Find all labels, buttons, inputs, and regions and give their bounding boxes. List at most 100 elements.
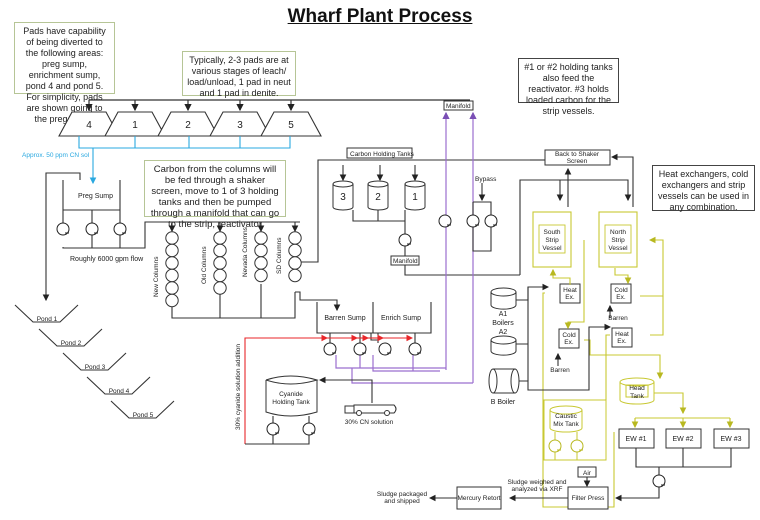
note-carbon-columns: Carbon from the columns will be fed thro… — [144, 160, 286, 230]
cyanide-tank-label-2: Holding Tank — [272, 399, 310, 406]
barren-label-2: Barren — [608, 315, 628, 322]
cyanide-tank-lines — [245, 376, 373, 445]
vessel-label: South — [544, 229, 561, 236]
bypass-label: Bypass — [475, 176, 497, 183]
preg-pump-2 — [85, 222, 99, 236]
exchanger-label: Ex. — [617, 338, 627, 345]
exchanger-label: Heat — [615, 331, 629, 338]
cn-solution-label: 30% CN solution — [345, 419, 394, 426]
boilers-label: Boilers — [492, 320, 514, 327]
carbon-holding-tanks-label: Carbon Holding Tanks — [350, 151, 415, 158]
note-holding-tanks: #1 or #2 holding tanks also feed the rea… — [518, 58, 619, 116]
filter-press-label: Filter Press — [572, 495, 606, 502]
column-set-label: New Columns — [153, 256, 160, 297]
column-set-4: SD Columns — [276, 231, 302, 283]
pond-4: Pond 4 — [86, 376, 151, 395]
vessel-label: Strip — [545, 237, 559, 244]
barren-pump-2 — [353, 342, 367, 356]
cyanide-tank-label-1: Cyanide — [279, 391, 303, 398]
bypass-pump-1 — [466, 214, 480, 228]
pad-1: 1 — [104, 111, 166, 137]
preg-sump — [42, 172, 300, 302]
enrich-pump-1 — [378, 342, 392, 356]
pad-label: 1 — [132, 120, 138, 131]
sludge-weighed-label-2: analyzed via XRF — [512, 486, 563, 493]
cyanide-addition-label: 30% cyanide solution addition — [235, 344, 242, 430]
holding-tank-3: 3 — [332, 180, 354, 211]
carbon-columns: New Columns Old Columns Nevada Columns SD C… — [153, 226, 302, 308]
pad-label: 3 — [237, 120, 243, 131]
flow-label: Roughly 6000 gpm flow — [70, 256, 144, 263]
column-set-label: Nevada Columns — [242, 226, 249, 277]
barren-sump-label: Barren Sump — [324, 315, 365, 322]
pond-label: Pond 5 — [133, 412, 154, 419]
pond-2: Pond 2 — [38, 328, 103, 347]
cyanide-pump-1 — [266, 422, 280, 436]
holding-tank-2: 2 — [367, 180, 389, 211]
head-tank-label-1: Head — [629, 385, 645, 392]
back-to-shaker-label-2: Screen — [567, 158, 588, 165]
pad-feed-header — [85, 99, 470, 112]
manifold-top-box — [443, 100, 474, 111]
vessel-label: Strip — [611, 237, 625, 244]
exchanger-label: Heat — [563, 287, 577, 294]
cyanide-holding-tank — [265, 375, 319, 417]
preg-solution-lines — [78, 136, 291, 185]
manifold-mid-label: Manifold — [393, 258, 418, 265]
vessel-label: Vessel — [608, 245, 628, 252]
back-to-shaker-box — [544, 149, 611, 166]
caustic-mix-tank — [549, 405, 583, 433]
exchanger-label: Ex. — [564, 339, 574, 346]
boiler-lines — [516, 283, 610, 391]
pond-label: Pond 1 — [37, 316, 58, 323]
pad-4: 4 — [58, 111, 120, 137]
preg-pump-1 — [56, 222, 70, 236]
pad-label: 4 — [86, 120, 92, 131]
transfer-lines-purple — [335, 111, 477, 384]
strip-solution-lines-yellow — [542, 236, 664, 508]
ew-feed-lines — [631, 392, 734, 429]
ew-pump — [652, 474, 666, 488]
head-tank-label-2: Tank — [630, 393, 644, 400]
boiler-a2 — [490, 335, 517, 356]
note-pads-stages: Typically, 2-3 pads are at various stage… — [182, 51, 296, 98]
sludge-weighed-label-1: Sludge weighed and — [508, 479, 567, 486]
barren-label-1: Barren — [550, 367, 570, 374]
bypass-pump-2 — [484, 214, 498, 228]
ew-cell-3: EW #3 — [713, 428, 750, 449]
mercury-retort-label: Mercury Retort — [458, 495, 501, 502]
caustic-pump-1 — [548, 439, 562, 453]
boiler-a2-label: A2 — [499, 329, 508, 336]
column-set-3: Nevada Columns — [242, 226, 268, 283]
ponds: Pond 1 Pond 2 Pond 3 Pond 4 Pond 5 — [14, 304, 175, 419]
air-label: Air — [583, 470, 592, 477]
barren-enrich-sumps — [316, 302, 432, 343]
column-set-label: SD Columns — [276, 237, 283, 274]
note-heat-exchangers: Heat exchangers, cold exchangers and str… — [652, 165, 755, 212]
back-to-shaker-label-1: Back to Shaker — [555, 151, 600, 158]
caustic-label-1: Caustic — [555, 413, 577, 420]
exchanger-label: Ex. — [616, 294, 626, 301]
pond-3: Pond 3 — [62, 352, 127, 371]
enrich-pump-2 — [408, 342, 422, 356]
column-set-label: Old Columns — [201, 246, 208, 284]
enrich-sump-label: Enrich Sump — [381, 315, 421, 322]
preg-pump-3 — [113, 222, 127, 236]
cyanide-addition-line — [244, 334, 414, 444]
pond-label: Pond 3 — [85, 364, 106, 371]
exchanger-label: Cold — [614, 287, 628, 294]
head-tank — [619, 377, 655, 405]
sludge-packaged-label-1: Sludge packaged — [377, 491, 428, 498]
